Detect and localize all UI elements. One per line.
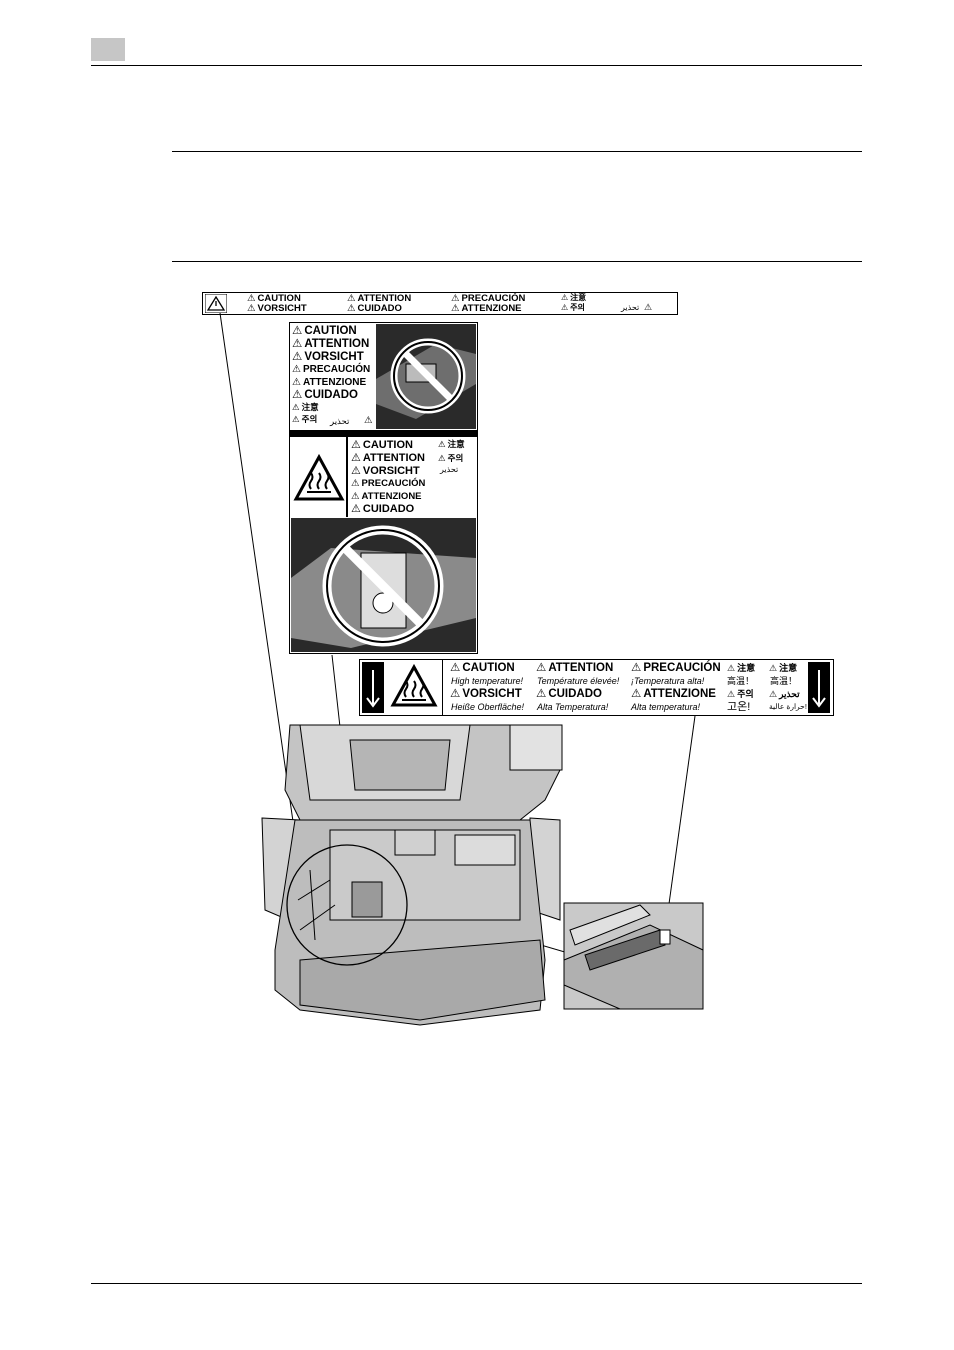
top-label-text: PRECAUCIÓN <box>451 294 526 304</box>
top-caution-label: CAUTION VORSICHT ATTENTION CUIDADO PRECA… <box>202 292 678 315</box>
chapter-number-box <box>91 38 125 61</box>
header-rule <box>91 65 862 66</box>
caution-word: ATTENZIONE <box>292 377 370 388</box>
note-top-rule <box>172 151 862 152</box>
hot-surface-icon <box>390 663 438 707</box>
caution-word: VORSICHT <box>351 466 425 477</box>
heat-sub: Alta Temperatura! <box>537 702 609 712</box>
middle-caution-label: CAUTION ATTENTION VORSICHT PRECAUCIÓN AT… <box>289 322 478 654</box>
label-divider <box>290 430 477 437</box>
heat-sub: 高温！ <box>727 676 755 686</box>
warning-triangle-icon <box>205 294 227 313</box>
warning-triangle-icon: ⚠ <box>364 415 373 426</box>
caution-word: ATTENTION <box>351 453 425 464</box>
top-label-text: 注意 <box>561 294 586 302</box>
caution-word: CUIDADO <box>292 389 370 402</box>
heat-title: 注意 <box>769 664 797 673</box>
heat-title: PRECAUCIÓN <box>631 662 720 675</box>
heat-title: ATTENZIONE <box>631 688 716 701</box>
caution-word: 注意 <box>292 403 370 412</box>
top-label-text: ATTENTION <box>347 294 412 304</box>
caution-word: CUIDADO <box>351 504 425 515</box>
caution-word: VORSICHT <box>292 351 370 364</box>
top-label-text: 주의 <box>561 304 585 312</box>
caution-word: تحذير <box>440 465 459 474</box>
heat-sub: حرارة عالية! <box>769 702 807 711</box>
heat-sub: Heiße Oberfläche! <box>451 702 525 712</box>
heat-sub: 고온! <box>727 701 751 713</box>
label-divider <box>346 437 348 517</box>
caution-word: PRECAUCIÓN <box>292 365 370 375</box>
label-divider <box>442 660 443 715</box>
heat-title: CUIDADO <box>536 688 602 701</box>
heat-title: CAUTION <box>450 662 514 675</box>
heat-caution-label: CAUTION High temperature! ATTENTION Temp… <box>359 659 834 716</box>
caution-word: تحذير <box>330 416 350 426</box>
heat-sub: 高温！ <box>770 676 798 686</box>
footer-rule <box>91 1283 862 1284</box>
caution-word: CAUTION <box>351 440 425 451</box>
top-label-text: ATTENZIONE <box>451 304 522 314</box>
caution-word: 注意 <box>438 440 465 449</box>
heat-sub: Alta temperatura! <box>631 702 701 712</box>
top-label-text: CUIDADO <box>347 304 402 314</box>
caution-word: ATTENZIONE <box>351 491 425 502</box>
top-label-text: VORSICHT <box>247 304 307 314</box>
top-label-text: تحذير <box>621 303 640 312</box>
arrow-down-icon <box>362 662 384 713</box>
hot-surface-icon <box>292 441 346 515</box>
heat-sub: ¡Temperatura alta! <box>631 676 705 686</box>
prohibition-icon <box>376 324 476 429</box>
caution-word: CAUTION <box>292 325 370 338</box>
heat-title: 주의 <box>727 690 754 699</box>
caution-word: ATTENTION <box>292 338 370 351</box>
caution-word: PRECAUCIÓN <box>351 479 426 489</box>
top-label-text: CAUTION <box>247 294 301 304</box>
heat-title: ATTENTION <box>536 662 613 675</box>
warning-triangle-icon: ⚠ <box>644 302 653 312</box>
note-bottom-rule <box>172 261 862 262</box>
heat-title: 注意 <box>727 664 755 673</box>
heat-title: تحذير <box>769 690 800 699</box>
prohibition-icon <box>291 518 476 652</box>
heat-sub: High temperature! <box>451 676 524 686</box>
heat-sub: Température élevée! <box>537 676 620 686</box>
heat-title: VORSICHT <box>450 688 521 701</box>
caution-word: 주의 <box>292 414 370 424</box>
caution-word: 주의 <box>438 453 465 463</box>
arrow-down-icon <box>808 662 830 713</box>
